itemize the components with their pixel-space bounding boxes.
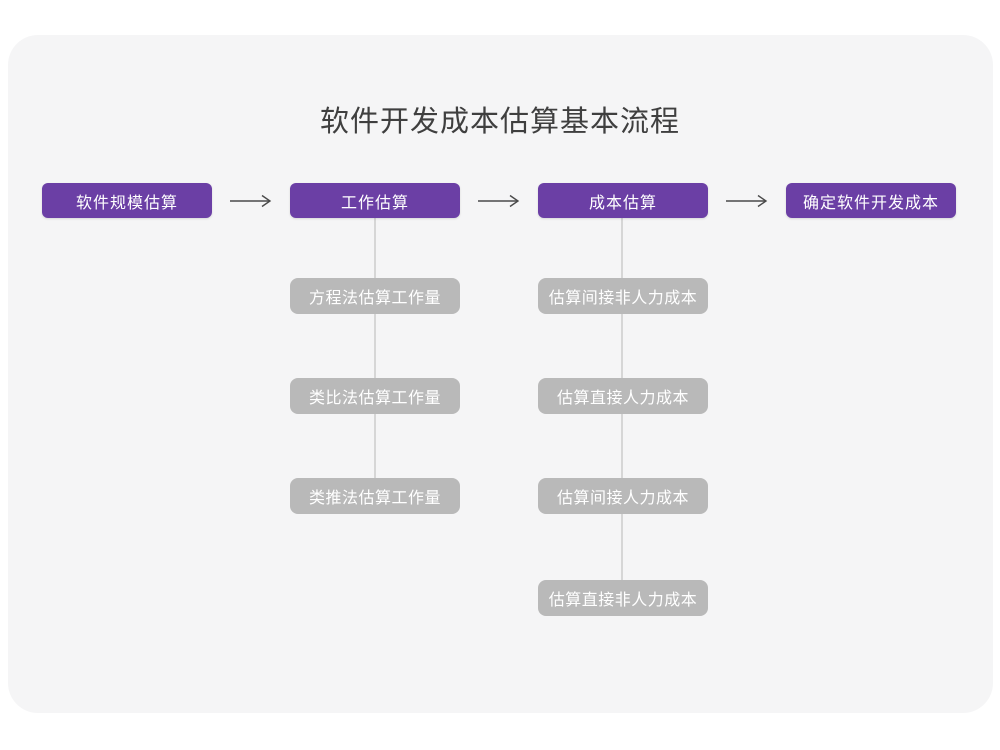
sub-node-direct-labor-cost: 估算直接人力成本 (538, 378, 708, 414)
stage-node-software-size-estimation: 软件规模估算 (42, 183, 212, 218)
stage-node-determine-development-cost: 确定软件开发成本 (786, 183, 956, 218)
arrow-right-icon (478, 194, 520, 208)
arrow-right-icon (230, 194, 272, 208)
sub-node-indirect-labor-cost: 估算间接人力成本 (538, 478, 708, 514)
stage-node-work-estimation: 工作估算 (290, 183, 460, 218)
sub-node-inference-method: 类推法估算工作量 (290, 478, 460, 514)
sub-node-equation-method: 方程法估算工作量 (290, 278, 460, 314)
diagram-card (8, 35, 993, 713)
page-title: 软件开发成本估算基本流程 (319, 106, 680, 138)
sub-node-analogy-method: 类比法估算工作量 (290, 378, 460, 414)
arrow-right-icon (726, 194, 768, 208)
sub-node-direct-nonlabor-cost: 估算直接非人力成本 (538, 580, 708, 616)
connector-line-work-estimation (374, 218, 376, 496)
sub-node-indirect-nonlabor-cost: 估算间接非人力成本 (538, 278, 708, 314)
stage-node-cost-estimation: 成本估算 (538, 183, 708, 218)
